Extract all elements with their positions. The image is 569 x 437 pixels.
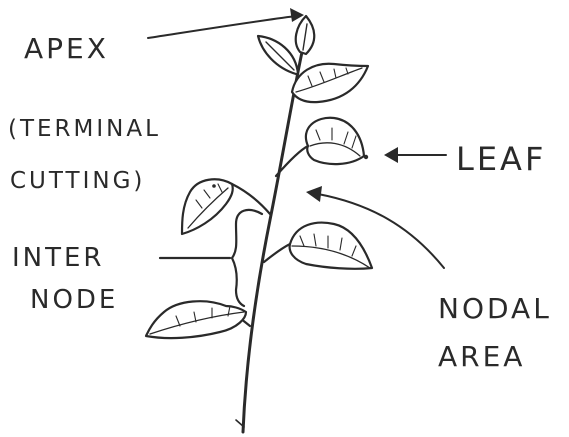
label-leaf: LEAF xyxy=(456,140,546,178)
leaf-middle-right xyxy=(274,116,369,178)
label-apex-note-1: (TERMINAL xyxy=(8,116,161,142)
label-internode-2: NODE xyxy=(30,285,118,315)
nodal-arrow xyxy=(306,186,445,269)
leaf-upper-left xyxy=(180,178,272,236)
label-apex: APEX xyxy=(24,32,109,65)
stem xyxy=(235,50,304,434)
leaf-lower-right xyxy=(262,221,374,270)
leaf-bottom-left xyxy=(144,300,252,340)
internode-bracket xyxy=(158,208,264,308)
label-nodal-1: NODAL xyxy=(438,292,552,325)
apex-arrow xyxy=(147,8,304,39)
label-apex-note-2: CUTTING) xyxy=(10,168,145,194)
label-nodal-2: AREA xyxy=(438,340,525,373)
apex-bud xyxy=(256,14,316,76)
leaf-top-right xyxy=(290,62,370,104)
leaf-arrow xyxy=(384,147,447,163)
label-internode-1: INTER xyxy=(12,243,105,273)
